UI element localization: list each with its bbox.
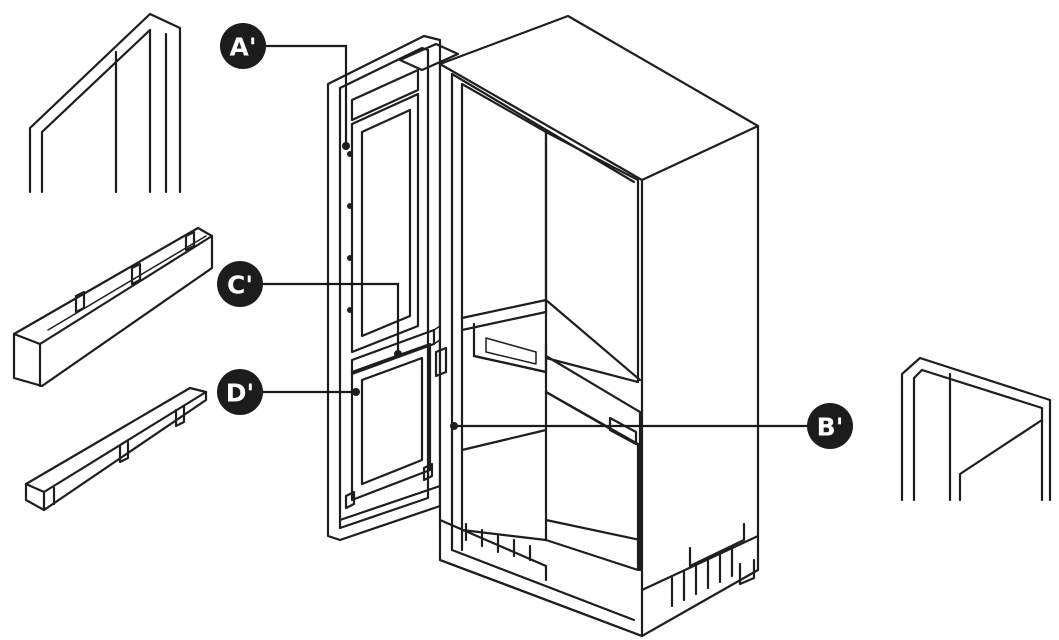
leader-c — [262, 282, 400, 354]
detail-side-corner-trim — [900, 356, 1052, 502]
callout-badge-a: A' — [220, 23, 266, 69]
leader-a-end — [342, 142, 350, 150]
callout-badge-d: D' — [217, 369, 263, 415]
callout-label-b: B' — [817, 413, 844, 442]
callout-leaders — [262, 44, 808, 430]
callout-badge-b: B' — [807, 403, 853, 449]
detail-lower-trim-strip — [24, 386, 208, 512]
callout-label-d: D' — [226, 379, 254, 408]
leader-b-end — [450, 422, 458, 430]
callout-badge-c: C' — [217, 261, 263, 307]
callout-label-c: C' — [227, 271, 253, 300]
leader-d-end — [352, 388, 360, 396]
callout-label-a: A' — [229, 33, 256, 62]
door-panel — [326, 34, 460, 542]
leader-c-end — [394, 350, 402, 358]
leader-a — [266, 44, 348, 144]
refrigerator-cabinet — [434, 14, 760, 638]
detail-upper-trim-strip — [12, 226, 214, 388]
detail-top-corner-trim — [28, 12, 182, 194]
